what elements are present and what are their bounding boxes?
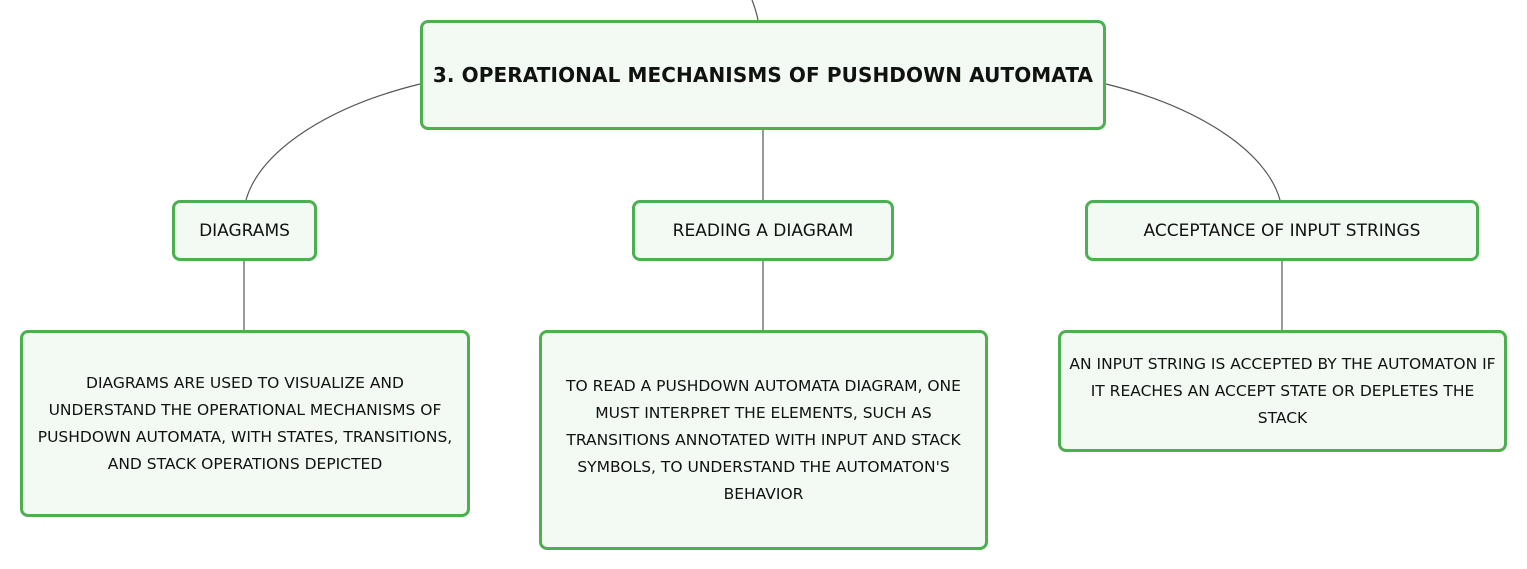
detail-node-text: TO READ A PUSHDOWN AUTOMATA DIAGRAM, ONE… — [566, 376, 961, 503]
branch-node-reading-a-diagram[interactable]: READING A DIAGRAM — [632, 200, 894, 261]
connector-parent-to-root — [751, 0, 759, 21]
connector-root-to-diagrams — [245, 83, 421, 201]
branch-node-label: ACCEPTANCE OF INPUT STRINGS — [1143, 220, 1421, 241]
branch-node-acceptance-of-input-strings[interactable]: ACCEPTANCE OF INPUT STRINGS — [1085, 200, 1479, 261]
root-node[interactable]: 3. OPERATIONAL MECHANISMS OF PUSHDOWN AU… — [420, 20, 1106, 130]
detail-node-text: DIAGRAMS ARE USED TO VISUALIZE AND UNDER… — [37, 373, 453, 473]
branch-node-label: READING A DIAGRAM — [672, 220, 854, 241]
branch-node-diagrams[interactable]: DIAGRAMS — [172, 200, 317, 261]
detail-node-acceptance-of-input-strings[interactable]: AN INPUT STRING IS ACCEPTED BY THE AUTOM… — [1058, 330, 1507, 452]
branch-node-label: DIAGRAMS — [199, 220, 290, 241]
root-node-label: 3. OPERATIONAL MECHANISMS OF PUSHDOWN AU… — [432, 63, 1094, 87]
connector-root-to-acceptance — [1105, 83, 1281, 201]
detail-node-text: AN INPUT STRING IS ACCEPTED BY THE AUTOM… — [1069, 354, 1496, 427]
detail-node-diagrams[interactable]: DIAGRAMS ARE USED TO VISUALIZE AND UNDER… — [20, 330, 470, 517]
detail-node-reading-a-diagram[interactable]: TO READ A PUSHDOWN AUTOMATA DIAGRAM, ONE… — [539, 330, 988, 550]
